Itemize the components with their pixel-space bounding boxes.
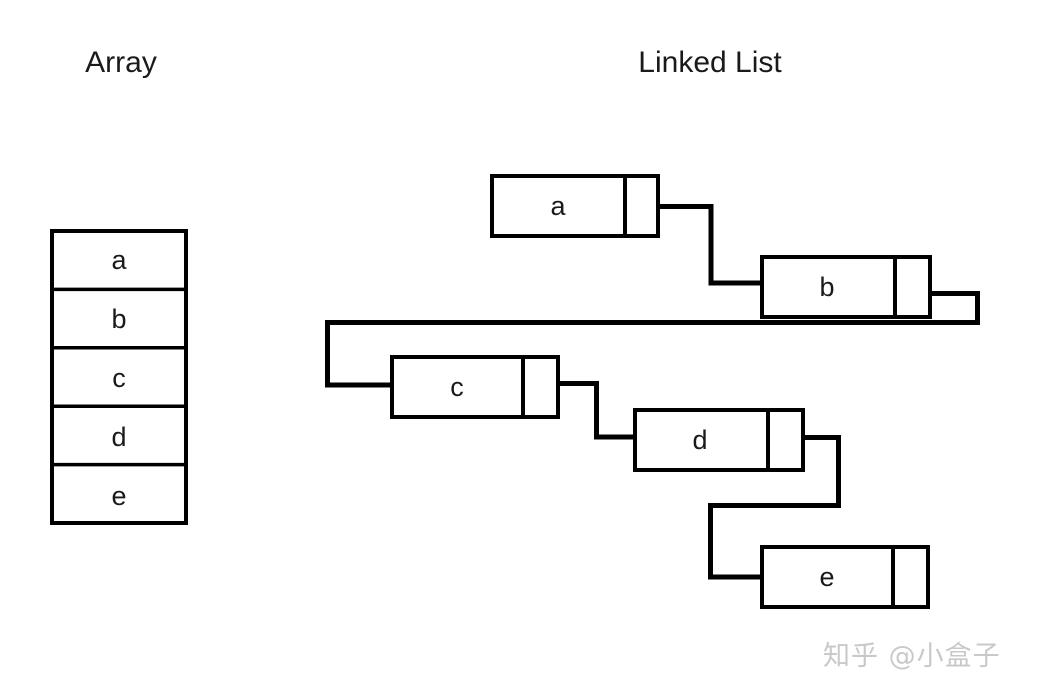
linked-list-node-b[interactable]: b: [760, 255, 932, 319]
node-a-box: [490, 174, 660, 238]
node-e-label: e: [819, 562, 834, 592]
linked-list-title: Linked List: [638, 46, 782, 79]
linked-list-node-c[interactable]: c: [390, 355, 560, 419]
linked-list-node-e[interactable]: e: [760, 545, 930, 609]
array-cell-label: e: [111, 481, 126, 511]
array-structure: a b c d e: [50, 229, 188, 525]
array-cell-4[interactable]: e: [111, 481, 126, 511]
node-b-label: b: [819, 272, 834, 302]
array-cell-0[interactable]: a: [111, 245, 127, 275]
node-a-label: a: [550, 191, 566, 221]
pointer-a-to-b: [640, 204, 764, 286]
node-c-box: [390, 355, 560, 419]
array-cell-3[interactable]: d: [111, 422, 126, 452]
array-cell-label: a: [111, 245, 127, 275]
node-e-box: [760, 545, 930, 609]
node-c-label: c: [450, 372, 464, 402]
node-d-label: d: [692, 425, 707, 455]
node-d-box: [633, 408, 805, 472]
pointer-b-to-c: [325, 291, 980, 388]
array-title: Array: [85, 46, 157, 79]
array-cell-1[interactable]: b: [111, 304, 126, 334]
linked-list-node-d[interactable]: d: [633, 408, 805, 472]
pointer-c-to-d: [538, 381, 637, 440]
array-cell-label: b: [111, 304, 126, 334]
watermark: 知乎 @小盒子: [823, 641, 1001, 672]
linked-list-node-a[interactable]: a: [490, 174, 660, 238]
array-cell-2[interactable]: c: [112, 363, 126, 393]
node-b-box: [760, 255, 932, 319]
array-cell-label: d: [111, 422, 126, 452]
linked-list-pointers: [325, 204, 980, 580]
array-outline: [50, 229, 188, 525]
pointer-d-to-e: [708, 435, 841, 580]
array-cell-label: c: [112, 363, 126, 393]
